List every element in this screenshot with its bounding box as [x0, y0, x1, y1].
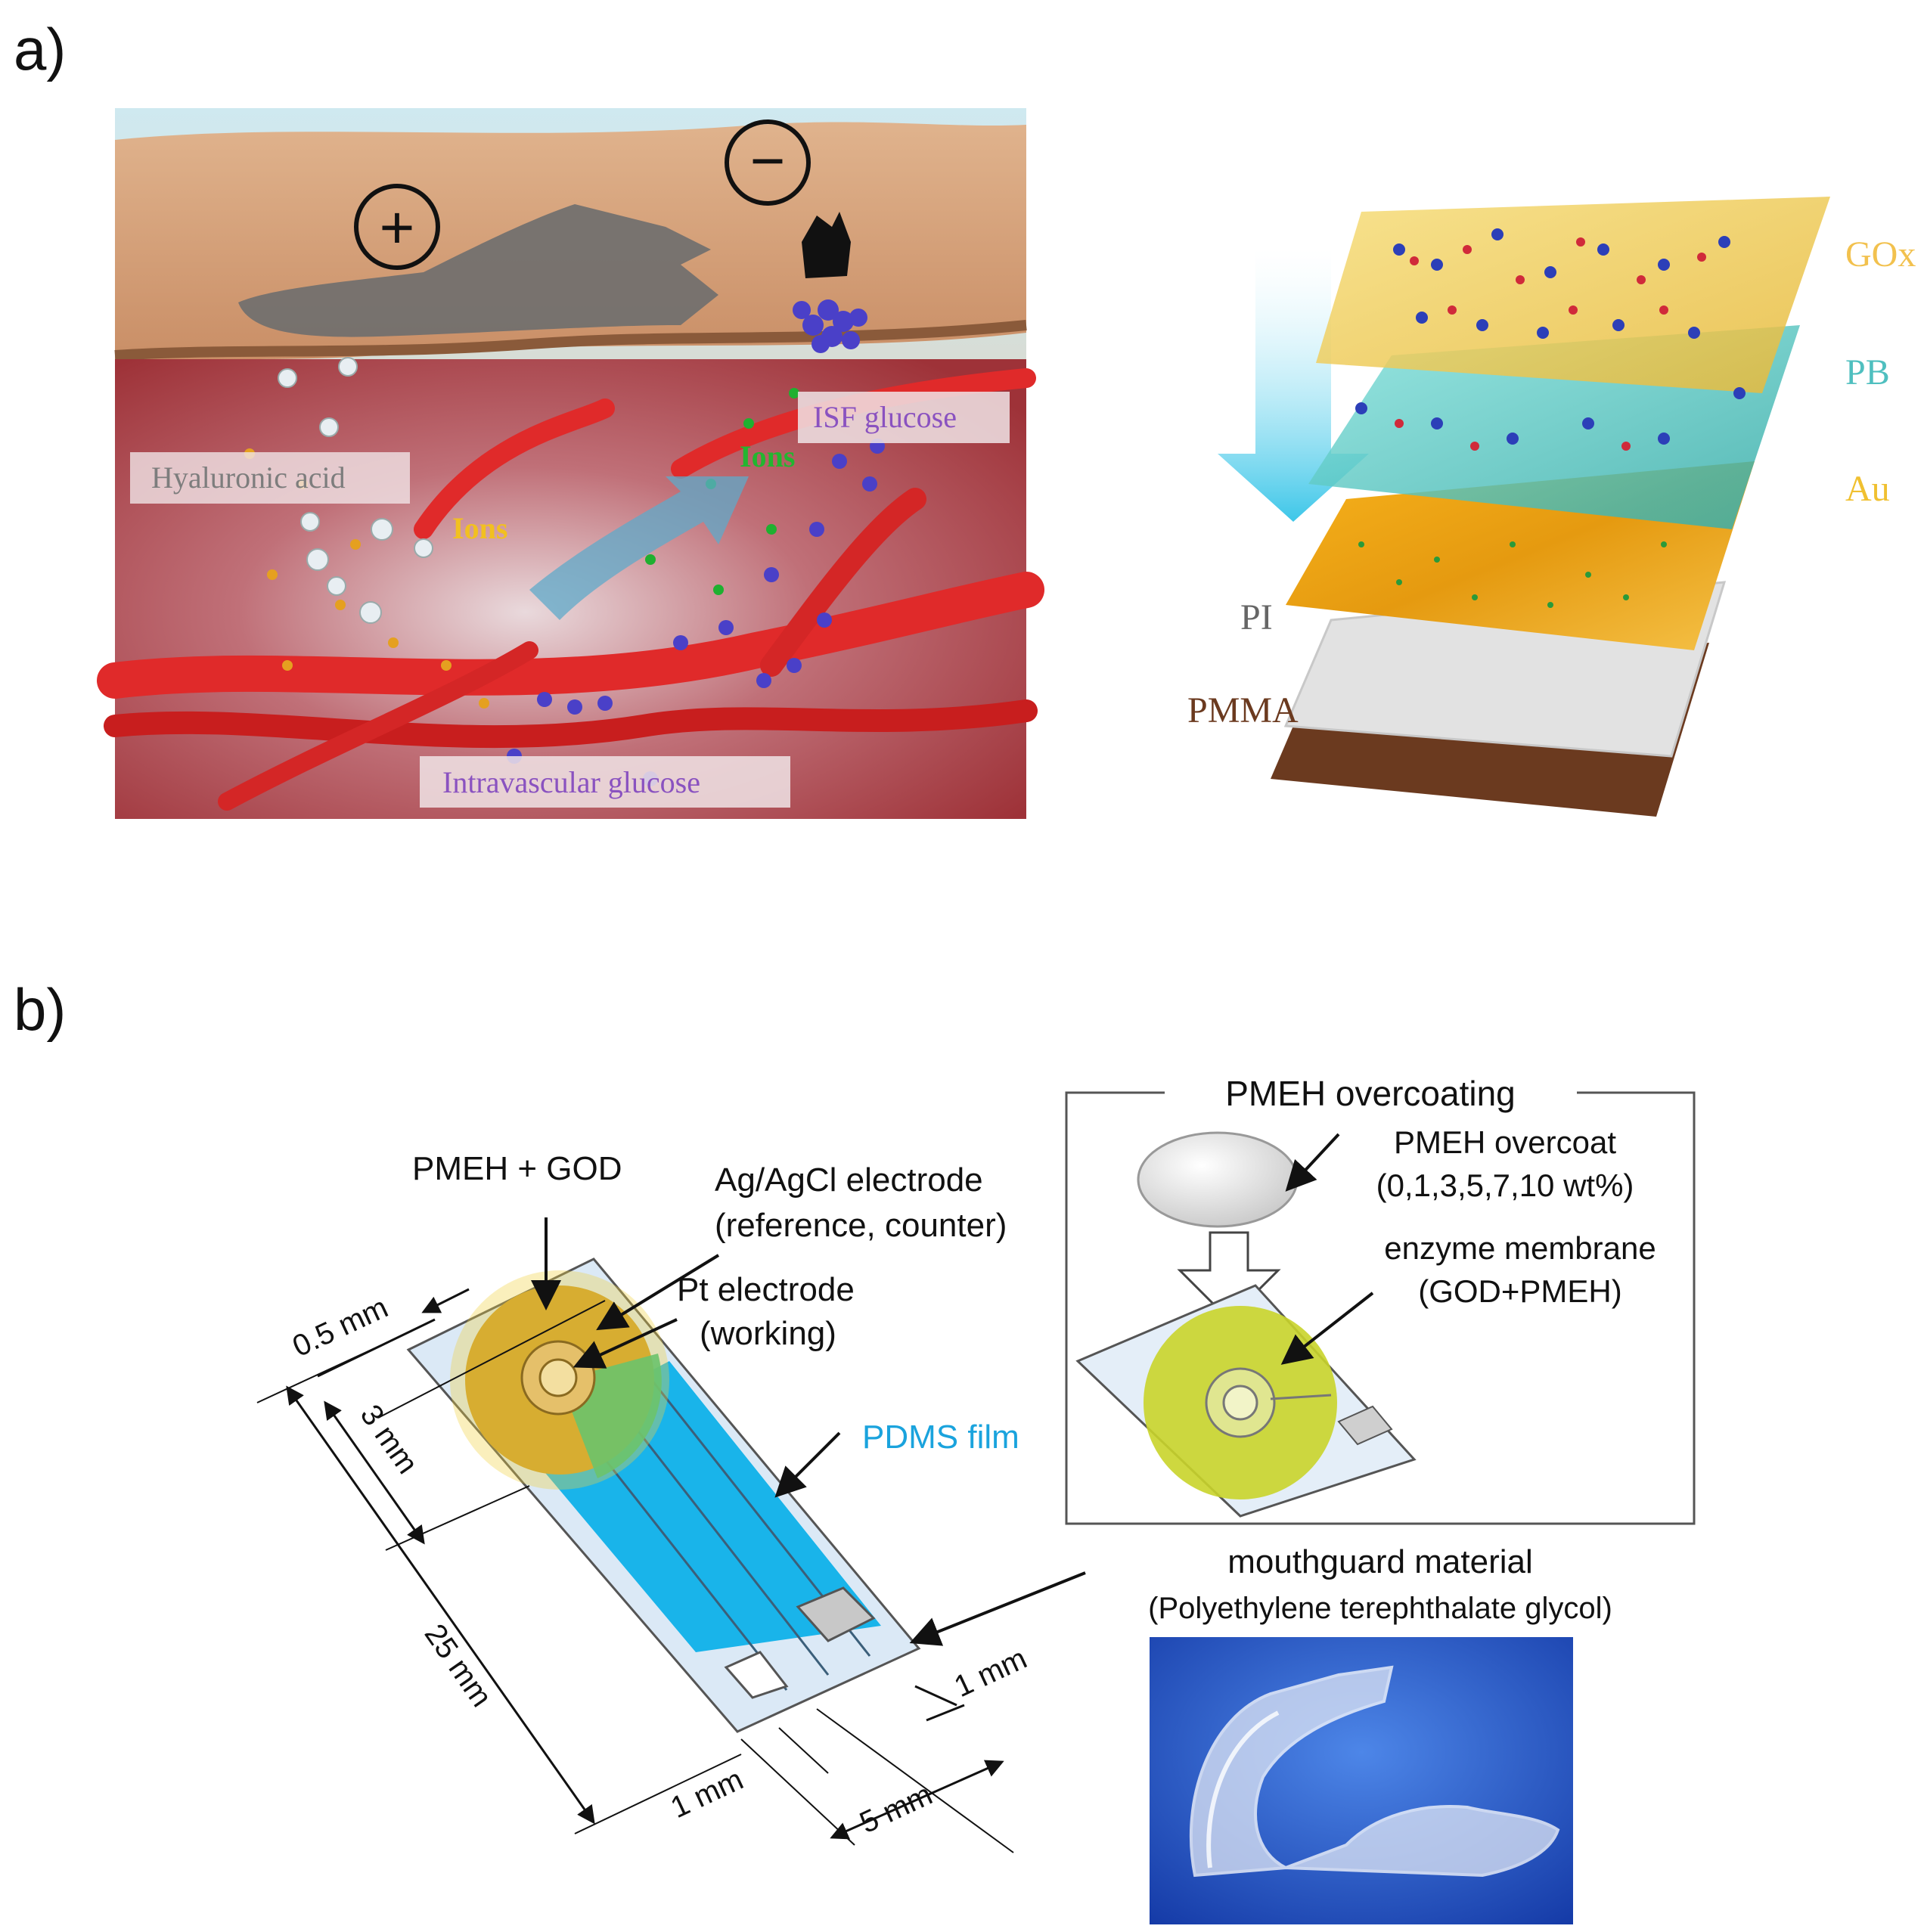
pt-electrode-label: Pt electrode — [677, 1271, 855, 1308]
enzyme-membrane-label: enzyme membrane — [1384, 1230, 1656, 1266]
plus-circle-icon — [354, 184, 440, 270]
minus-symbol: − — [750, 127, 786, 194]
intravascular-glucose-label: Intravascular glucose — [442, 765, 700, 799]
gox-layer-label: GOx — [1845, 234, 1916, 274]
pmeh-overcoat-sublabel: (0,1,3,5,7,10 wt%) — [1376, 1168, 1634, 1203]
enzyme-membrane-sublabel: (GOD+PMEH) — [1418, 1273, 1622, 1309]
pdms-film-label: PDMS film — [862, 1419, 1019, 1456]
skin-cross-section-illustration: + − Hyaluronic acid Ions Ions ISF glucos… — [97, 108, 1044, 819]
panel-b-label: b) — [14, 976, 67, 1043]
pmeh-overcoat-disc — [1137, 1131, 1299, 1228]
mouthguard-label: mouthguard material — [1227, 1543, 1533, 1580]
sensor-layer-stack: GOx PB Au PI PMMA — [1187, 197, 1916, 817]
hyaluronic-acid-label: Hyaluronic acid — [151, 461, 346, 495]
pmeh-overcoating-inset: PMEH overcoating PMEH overcoat (0,1,3,5,… — [1065, 1074, 1696, 1525]
isf-glucose-label: ISF glucose — [813, 400, 957, 434]
dim-05mm-label: 0.5 mm — [287, 1291, 393, 1363]
inset-title: PMEH overcoating — [1225, 1074, 1516, 1113]
dim-25mm-label: 25 mm — [418, 1618, 498, 1713]
agcl-electrode-label: Ag/AgCl electrode — [715, 1161, 983, 1199]
sensor-strip-diagram: PMEH + GOD Ag/AgCl electrode (reference,… — [256, 1150, 1086, 1853]
pmeh-god-label: PMEH + GOD — [412, 1150, 622, 1187]
panel-a-label: a) — [14, 16, 67, 82]
dim-3mm-label: 3 mm — [354, 1399, 424, 1480]
pt-electrode-sublabel: (working) — [700, 1315, 836, 1352]
dim-1mm-bottom-label: 1 mm — [666, 1763, 748, 1825]
mouthguard-sublabel: (Polyethylene terephthalate glycol) — [1148, 1592, 1612, 1625]
au-layer-label: Au — [1845, 469, 1890, 509]
dim-1mm-right-label: 1 mm — [949, 1642, 1032, 1704]
pi-layer-label: PI — [1240, 597, 1273, 637]
pmma-layer-label: PMMA — [1187, 690, 1299, 730]
mouthguard-photo-section: mouthguard material (Polyethylene tereph… — [1148, 1543, 1612, 1924]
minus-circle-icon — [725, 119, 811, 206]
pmeh-overcoat-label: PMEH overcoat — [1394, 1124, 1616, 1160]
gox-layer — [1316, 197, 1830, 393]
dim-5mm-label: 5 mm — [855, 1778, 937, 1840]
plus-symbol: + — [380, 194, 415, 261]
agcl-electrode-sublabel: (reference, counter) — [715, 1207, 1007, 1244]
pb-layer-label: PB — [1845, 352, 1890, 392]
ions-green-label: Ions — [740, 439, 795, 473]
ions-yellow-label: Ions — [452, 511, 507, 545]
